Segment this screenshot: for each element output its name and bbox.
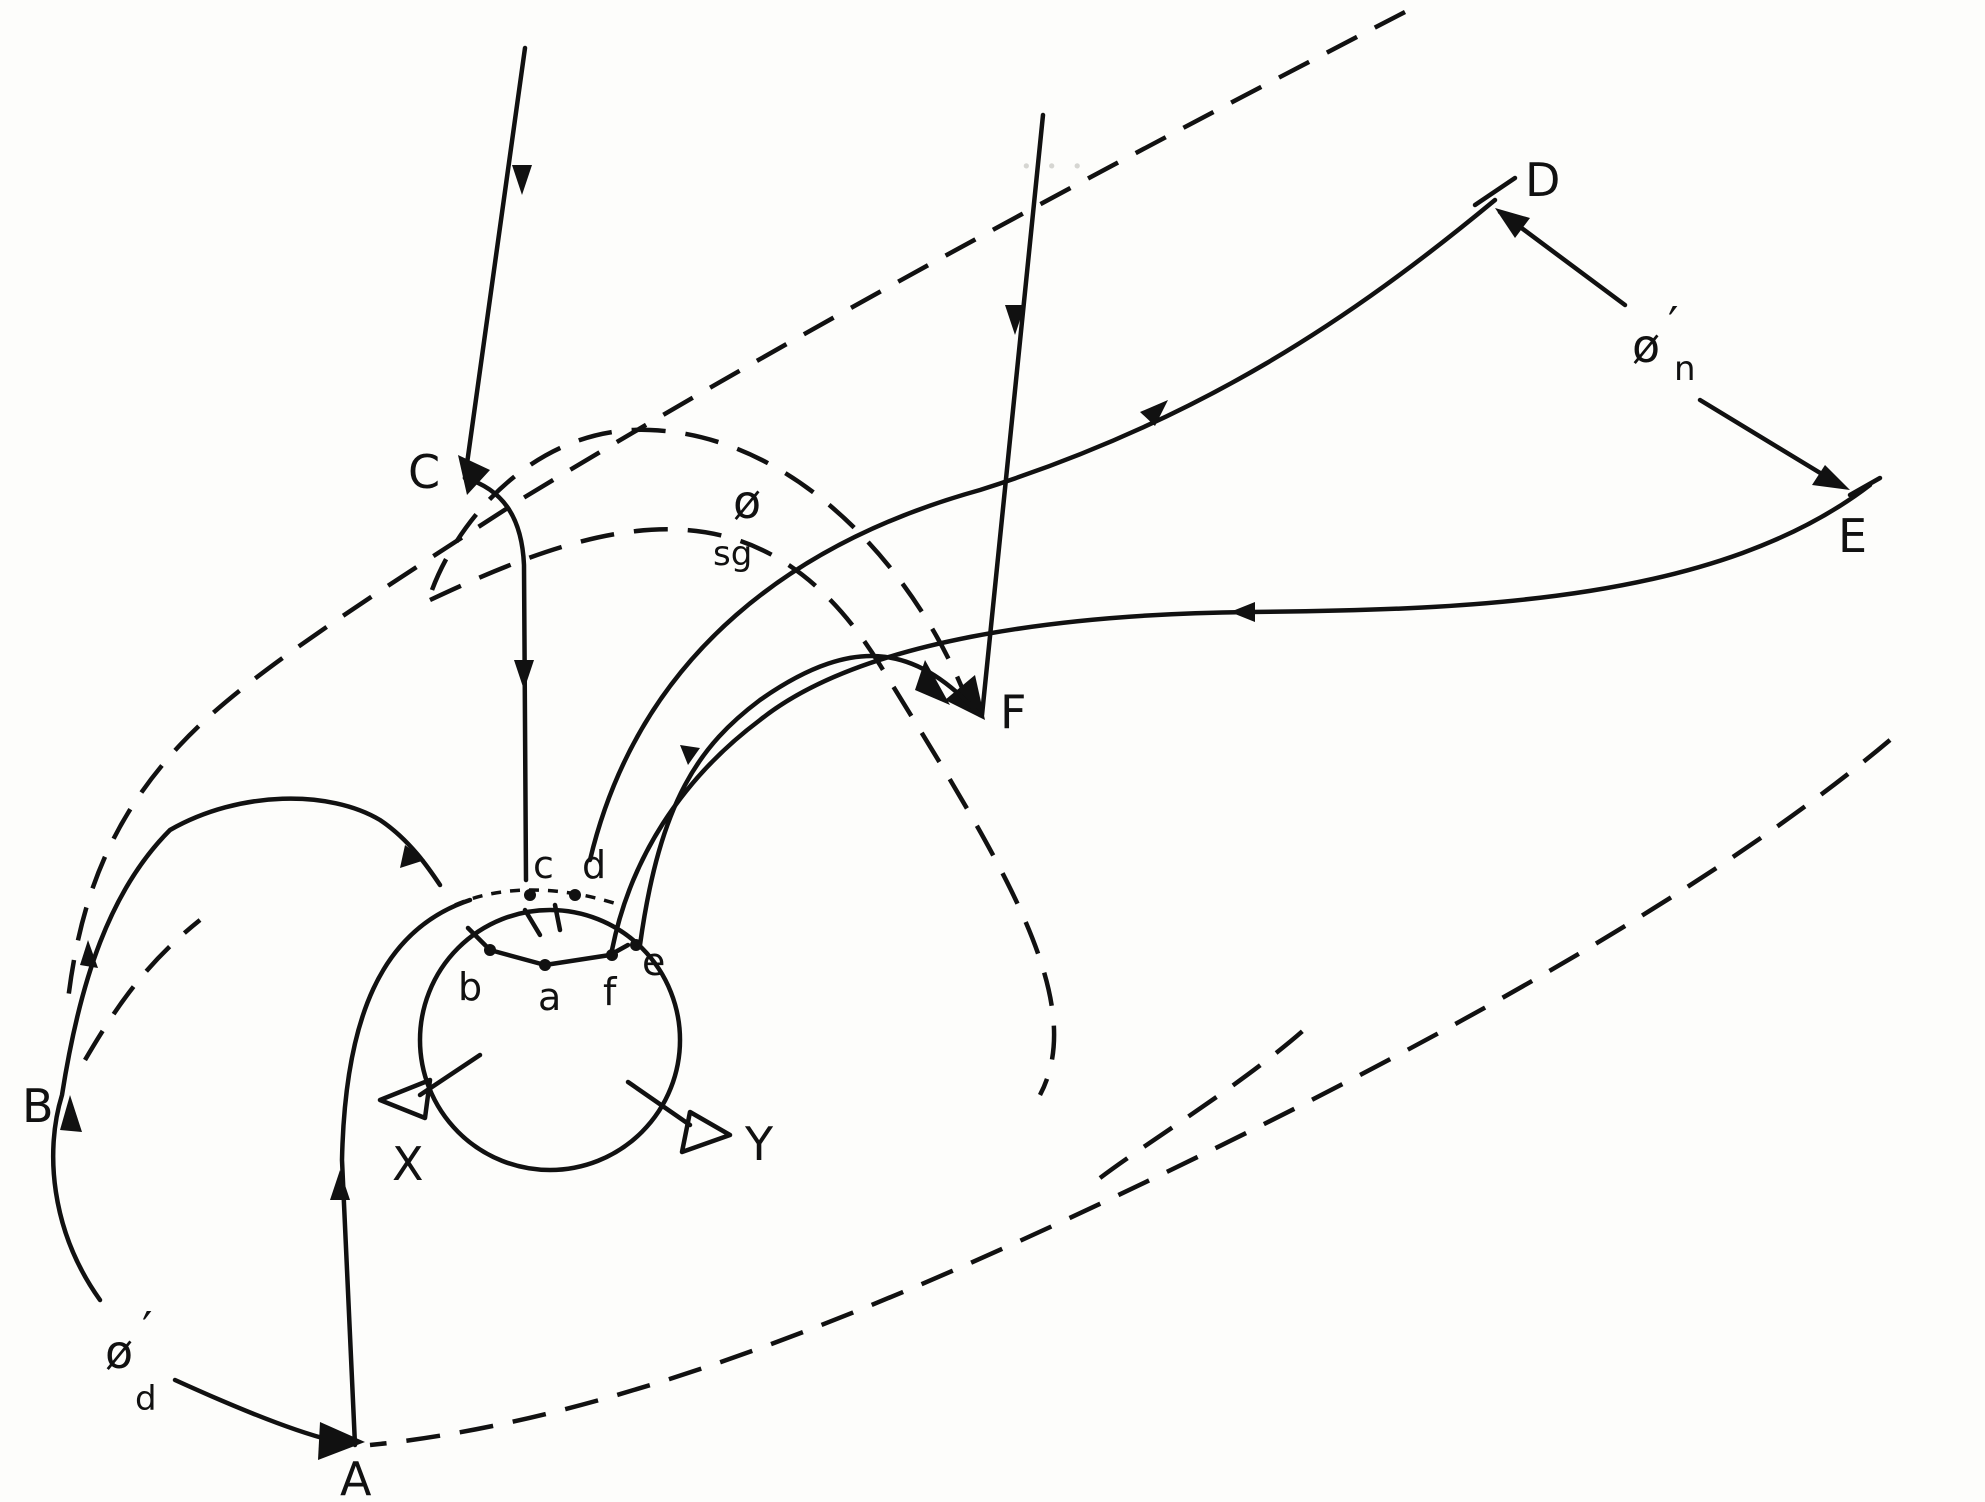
label-D: D bbox=[1525, 153, 1560, 207]
phi-n-prime: ′ bbox=[1668, 297, 1678, 351]
polar-arrow-1 bbox=[522, 907, 543, 938]
label-a: a bbox=[538, 975, 561, 1019]
y-axis-arrowhead bbox=[679, 1109, 733, 1155]
field-line-E bbox=[609, 482, 1873, 953]
point-f-dot bbox=[606, 949, 618, 961]
arrow-F-loop bbox=[680, 745, 700, 765]
polar-path-ba bbox=[465, 925, 548, 968]
point-c-dot bbox=[524, 889, 536, 901]
field-line-A bbox=[339, 897, 473, 1448]
label-X: X bbox=[392, 1137, 424, 1191]
phi-n-arrowhead-D bbox=[1495, 208, 1530, 238]
arrowhead-C bbox=[458, 455, 490, 495]
planet-circle bbox=[417, 907, 683, 1173]
y-axis-line bbox=[625, 1079, 693, 1128]
arrow-B-upper bbox=[80, 940, 98, 968]
label-B: B bbox=[22, 1079, 54, 1133]
label-F: F bbox=[1000, 685, 1026, 739]
right-inner-dash bbox=[1098, 1018, 1317, 1180]
arrowhead-B bbox=[60, 1095, 82, 1132]
label-A: A bbox=[340, 1452, 372, 1502]
arrow-A-line bbox=[330, 1170, 350, 1200]
point-b-dot bbox=[484, 944, 496, 956]
arrow-B-top bbox=[400, 845, 425, 868]
outer-boundary-lower bbox=[369, 738, 1892, 1448]
label-C: C bbox=[408, 445, 440, 499]
label-d: d bbox=[582, 843, 606, 887]
label-Y: Y bbox=[744, 1117, 774, 1171]
lower-left-dash bbox=[83, 918, 202, 1062]
phi-d-symbol: ø bbox=[105, 1325, 133, 1379]
polar-arrow-2 bbox=[552, 902, 563, 933]
E-tick bbox=[1847, 475, 1883, 498]
show-through-text: · · · bbox=[1020, 144, 1084, 190]
phi-sg-symbol: ø bbox=[733, 475, 761, 529]
phi-d-arrow-line bbox=[172, 1377, 333, 1443]
phi-n-symbol: ø bbox=[1632, 319, 1660, 373]
field-line-into-F bbox=[979, 112, 1046, 718]
arrow-D-line bbox=[1140, 400, 1168, 426]
field-line-F-loop bbox=[637, 653, 983, 948]
point-a-dot bbox=[539, 959, 551, 971]
ghost-line: · · · bbox=[1020, 144, 1084, 190]
label-f: f bbox=[603, 970, 618, 1014]
field-line-into-C bbox=[462, 45, 528, 481]
label-c: c bbox=[533, 843, 554, 887]
phi-d-prime: ′ bbox=[142, 1302, 152, 1356]
point-d-dot bbox=[569, 889, 581, 901]
phi-d-arrowhead bbox=[318, 1422, 365, 1460]
arrow-C-down bbox=[514, 660, 534, 690]
label-b: b bbox=[458, 965, 482, 1009]
field-line-D bbox=[587, 197, 1498, 863]
arrow-E-line bbox=[1230, 602, 1255, 622]
phi-n-subscript: n bbox=[1674, 349, 1696, 389]
outer-boundary-upper bbox=[65, 10, 1407, 1001]
phi-d-subscript: d bbox=[135, 1379, 157, 1419]
field-line-C-down bbox=[462, 475, 529, 883]
label-E: E bbox=[1838, 509, 1867, 563]
label-phi-d: ø ′ d bbox=[105, 1302, 157, 1419]
polar-cap-dashed bbox=[454, 888, 621, 907]
arrow-top-F bbox=[1005, 305, 1025, 335]
phi-sg-arrowhead bbox=[915, 660, 950, 705]
label-phi-n: ø ′ n bbox=[1632, 297, 1696, 389]
D-tick bbox=[1472, 175, 1518, 208]
phi-sg-subscript: sg bbox=[713, 534, 752, 574]
inner-boundary bbox=[429, 527, 1057, 1097]
phi-n-arrowhead-E bbox=[1812, 465, 1850, 490]
phi-n-arrow-to-E bbox=[1697, 397, 1843, 488]
arrow-top-C bbox=[512, 165, 532, 195]
label-e: e bbox=[642, 940, 665, 984]
label-phi-sg: ø sg bbox=[713, 475, 761, 574]
field-line-B bbox=[50, 796, 443, 1303]
x-axis-arrowhead bbox=[377, 1077, 433, 1121]
